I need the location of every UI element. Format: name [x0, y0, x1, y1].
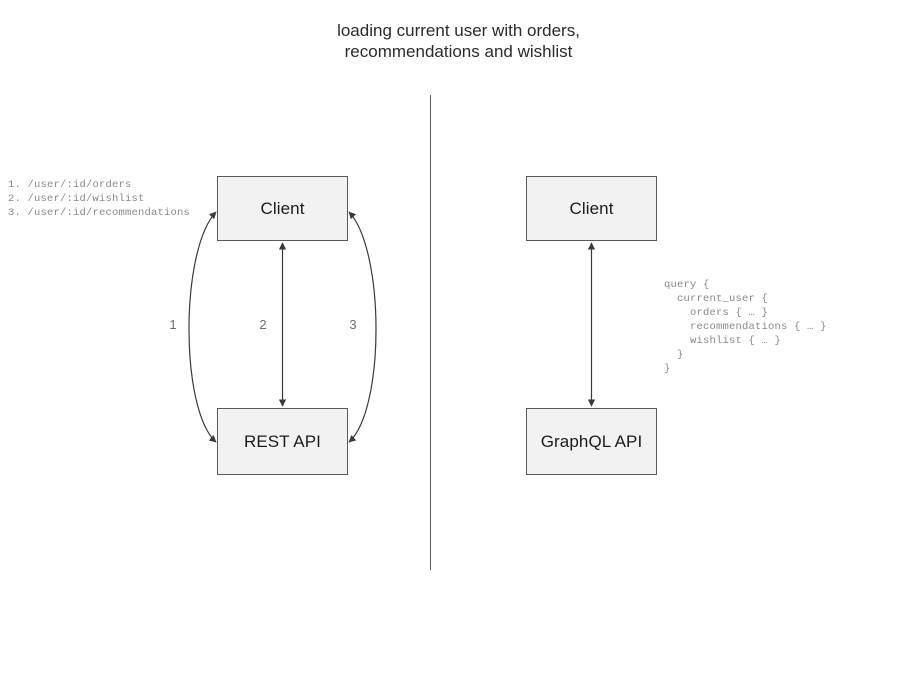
graphql-client-box[interactable]: Client: [526, 176, 657, 241]
rest-endpoint-list: 1. /user/:id/orders 2. /user/:id/wishlis…: [8, 179, 191, 219]
arrow-label-2: 2: [259, 317, 267, 332]
graphql-api-box[interactable]: GraphQL API: [526, 408, 657, 475]
graphql-api-label: GraphQL API: [540, 431, 643, 451]
arrow-label-3: 3: [349, 317, 357, 332]
rest-api-label: REST API: [243, 431, 322, 451]
rest-api-box[interactable]: REST API: [217, 408, 348, 475]
vertical-divider: [430, 95, 431, 570]
graphql-query-block: query { current_user { orders { … } reco…: [664, 279, 827, 375]
graphql-client-label: Client: [569, 198, 614, 218]
arrow-rest-1: [188, 211, 217, 443]
arrow-label-1: 1: [169, 317, 177, 332]
diagram-title: loading current user with orders, recomm…: [337, 21, 580, 61]
rest-client-box[interactable]: Client: [217, 176, 348, 241]
rest-client-label: Client: [260, 198, 305, 218]
